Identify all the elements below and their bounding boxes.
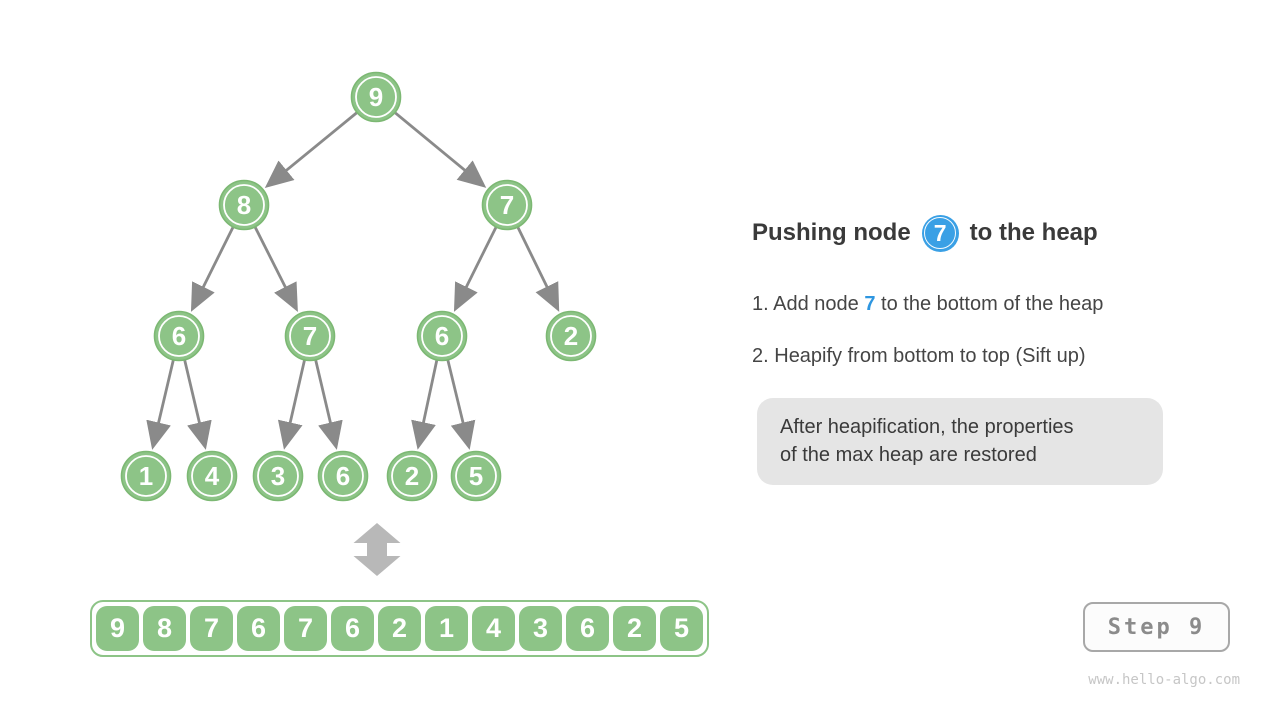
tree-edge	[277, 359, 306, 450]
tree-node-5: 5	[450, 450, 502, 502]
step-counter-badge: Step 9	[1083, 602, 1230, 652]
svg-text:5: 5	[469, 461, 483, 491]
svg-text:6: 6	[336, 461, 350, 491]
tree-edge	[183, 359, 212, 450]
tree-edge	[516, 226, 560, 312]
step-1-highlight: 7	[864, 293, 876, 315]
panel-heading: Pushing node 7 to the heap	[752, 213, 1098, 253]
svg-text:9: 9	[369, 82, 383, 112]
pushed-node-badge: 7	[921, 214, 959, 252]
badge-value: 7	[933, 219, 947, 246]
step-1-text-pre: Add node	[768, 293, 865, 315]
array-cell: 6	[566, 606, 609, 651]
heading-prefix: Pushing node	[752, 219, 911, 246]
tree-edge	[411, 359, 439, 450]
array-cell: 8	[143, 606, 186, 651]
tree-node-1: 1	[120, 450, 172, 502]
svg-text:6: 6	[435, 321, 449, 351]
tree-node-6: 6	[153, 310, 205, 362]
tree-node-4: 4	[186, 450, 238, 502]
array-cell: 6	[237, 606, 280, 651]
tree-edge	[190, 226, 235, 312]
tree-node-2: 2	[545, 310, 597, 362]
tree-edge	[264, 111, 358, 188]
svg-text:2: 2	[564, 321, 578, 351]
tree-edge	[453, 226, 498, 312]
tree-node-2: 2	[386, 450, 438, 502]
svg-text:3: 3	[271, 461, 285, 491]
site-watermark: www.hello-algo.com	[1088, 672, 1240, 688]
step-list-item-2: 2. Heapify from bottom to top (Sift up)	[752, 345, 1085, 368]
tree-edge	[253, 226, 298, 312]
note-line-2: of the max heap are restored	[780, 444, 1037, 466]
heap-tree-diagram: 9 8 7 6 7 6 2 1 4 3 6 2 5	[120, 71, 597, 576]
tree-node-3: 3	[252, 450, 304, 502]
step-2-number: 2.	[752, 345, 769, 367]
array-cell: 9	[96, 606, 139, 651]
note-callout: After heapification, the properties of t…	[757, 398, 1163, 485]
svg-text:4: 4	[205, 461, 220, 491]
svg-text:1: 1	[139, 461, 153, 491]
array-cell: 7	[284, 606, 327, 651]
step-2-text-pre: Heapify from bottom to top (Sift up)	[768, 345, 1086, 367]
tree-edges	[146, 111, 560, 450]
svg-text:7: 7	[500, 190, 514, 220]
array-cell: 5	[660, 606, 703, 651]
array-cell: 4	[472, 606, 515, 651]
tree-edge	[446, 359, 476, 450]
step-1-text-post: to the bottom of the heap	[875, 293, 1104, 315]
tree-node-8: 8	[218, 179, 270, 231]
array-cell: 2	[378, 606, 421, 651]
svg-text:7: 7	[303, 321, 317, 351]
array-cell: 7	[190, 606, 233, 651]
tree-edge	[394, 111, 487, 188]
tree-node-7: 7	[284, 310, 336, 362]
array-cell: 6	[331, 606, 374, 651]
tree-edge	[146, 359, 175, 450]
step-1-number: 1.	[752, 293, 769, 315]
note-line-1: After heapification, the properties	[780, 416, 1074, 438]
heading-suffix: to the heap	[969, 219, 1098, 246]
tree-node-7: 7	[481, 179, 533, 231]
tree-edge	[314, 359, 343, 450]
up-down-arrow-icon	[353, 523, 401, 576]
array-cell: 1	[425, 606, 468, 651]
tree-node-6: 6	[416, 310, 468, 362]
svg-text:6: 6	[172, 321, 186, 351]
svg-text:8: 8	[237, 190, 251, 220]
svg-text:2: 2	[405, 461, 419, 491]
badge-ring	[924, 217, 957, 249]
tree-node-9: 9	[350, 71, 402, 123]
array-cell: 3	[519, 606, 562, 651]
step-list-item-1: 1. Add node 7 to the bottom of the heap	[752, 293, 1103, 316]
array-cell: 2	[613, 606, 656, 651]
tree-nodes: 9 8 7 6 7 6 2 1 4 3 6 2 5	[120, 71, 597, 502]
tree-node-6: 6	[317, 450, 369, 502]
